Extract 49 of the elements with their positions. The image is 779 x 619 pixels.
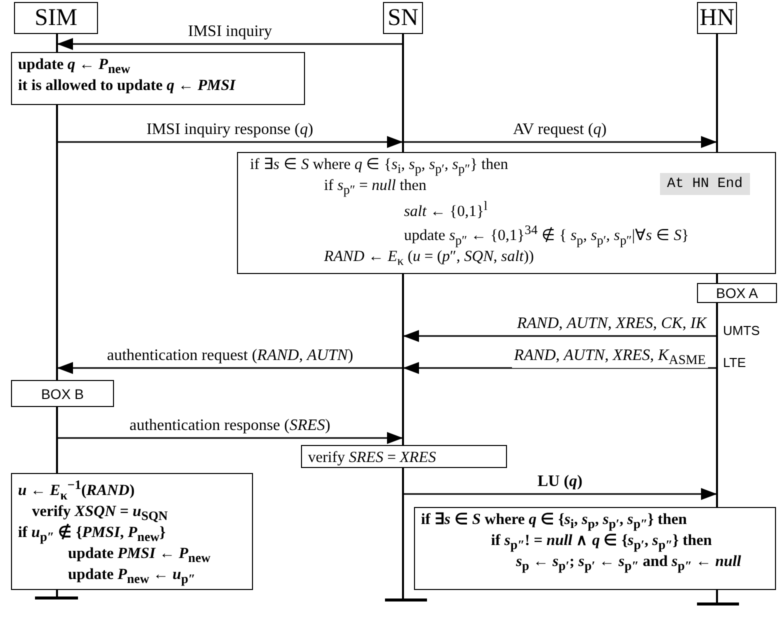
box-marker xyxy=(697,283,777,303)
note-box xyxy=(414,507,776,590)
message-label: LU (q) xyxy=(536,473,584,491)
participant-label: SIM xyxy=(34,4,78,32)
network-label: LTE xyxy=(723,355,746,370)
tag-label: At HN End xyxy=(660,173,750,195)
message-arrow xyxy=(403,330,716,342)
message-arrow xyxy=(404,136,717,148)
message-label: RAND, AUTN, XRES, K$_{ASME}$ xyxy=(512,347,708,368)
participant-label: HN xyxy=(700,4,734,32)
box-label: BOX B xyxy=(41,386,84,402)
message-arrow xyxy=(403,362,716,374)
note-line: update PMSI ← P$_{new}$ xyxy=(68,544,210,566)
note-box xyxy=(237,152,776,274)
message-arrow xyxy=(404,488,717,500)
message-arrow xyxy=(58,136,403,148)
note-line: if ∃s ∈ S where q ∈ {s$_{i}$, s$_{p}$, s$_{p′}$, s$_{p″}$} then xyxy=(250,156,508,177)
message-label: authentication request (RAND, AUTN) xyxy=(105,347,356,365)
message-label: authentication response (SRES) xyxy=(128,417,332,435)
note-line: verify SRES = XRES xyxy=(308,449,436,468)
participant-label: SN xyxy=(388,4,418,32)
note-box xyxy=(11,52,305,105)
message-arrow xyxy=(57,38,402,50)
network-label: UMTS xyxy=(723,323,760,338)
box-marker xyxy=(11,380,114,407)
box-label: BOX A xyxy=(716,285,758,301)
note-line: it is allowed to update q ← PMSI xyxy=(18,76,236,96)
note-line: if u$_{p″}$ ∉ {PMSI, P$_{new}$} xyxy=(18,524,166,545)
note-box xyxy=(301,445,507,468)
note-line: verify XSQN = u$_{SQN}$ xyxy=(32,503,168,524)
note-box xyxy=(11,473,253,590)
message-label: IMSI inquiry xyxy=(186,23,274,41)
message-label: RAND, AUTN, XRES, CK, IK xyxy=(515,315,708,333)
note-line: update s$_{p″}$ ← {0,1}$^{34}$ ∉ { s$_{p}$, s$_{p′}$, s$_{p″}$|∀s ∈ S} xyxy=(404,222,689,248)
participant-box xyxy=(14,2,98,34)
participant-box xyxy=(383,2,423,34)
note-line: RAND ← E$_{κ}$ (u = (p″, SQN, salt)) xyxy=(324,248,534,269)
message-arrow xyxy=(57,362,402,374)
note-line: if s$_{p″}$! = null ∧ q ∈ {s$_{p′}$, s$_{p″}$} then xyxy=(491,532,712,553)
note-line: u ← E$_{κ}$$^{−1}$(RAND) xyxy=(18,477,135,503)
note-line: if s$_{p″}$ = null then xyxy=(324,176,426,198)
note-line: salt ← {0,1}$^{l}$ xyxy=(404,198,488,222)
message-label: IMSI inquiry response (q) xyxy=(144,121,316,139)
note-line: if ∃s ∈ S where q ∈ {s$_{i}$, s$_{p}$, s$_{p′}$, s$_{p″}$} then xyxy=(421,511,687,532)
note-line: update P$_{new}$ ← u$_{p″}$ xyxy=(68,566,196,586)
note-line: s$_{p}$ ← s$_{p′}$; s$_{p′}$ ← s$_{p″}$ and s$_{p″}$ ← null xyxy=(516,552,742,574)
note-line: update q ← P$_{new}$ xyxy=(18,56,130,77)
message-label: AV request (q) xyxy=(511,121,609,139)
message-arrow xyxy=(58,432,403,444)
